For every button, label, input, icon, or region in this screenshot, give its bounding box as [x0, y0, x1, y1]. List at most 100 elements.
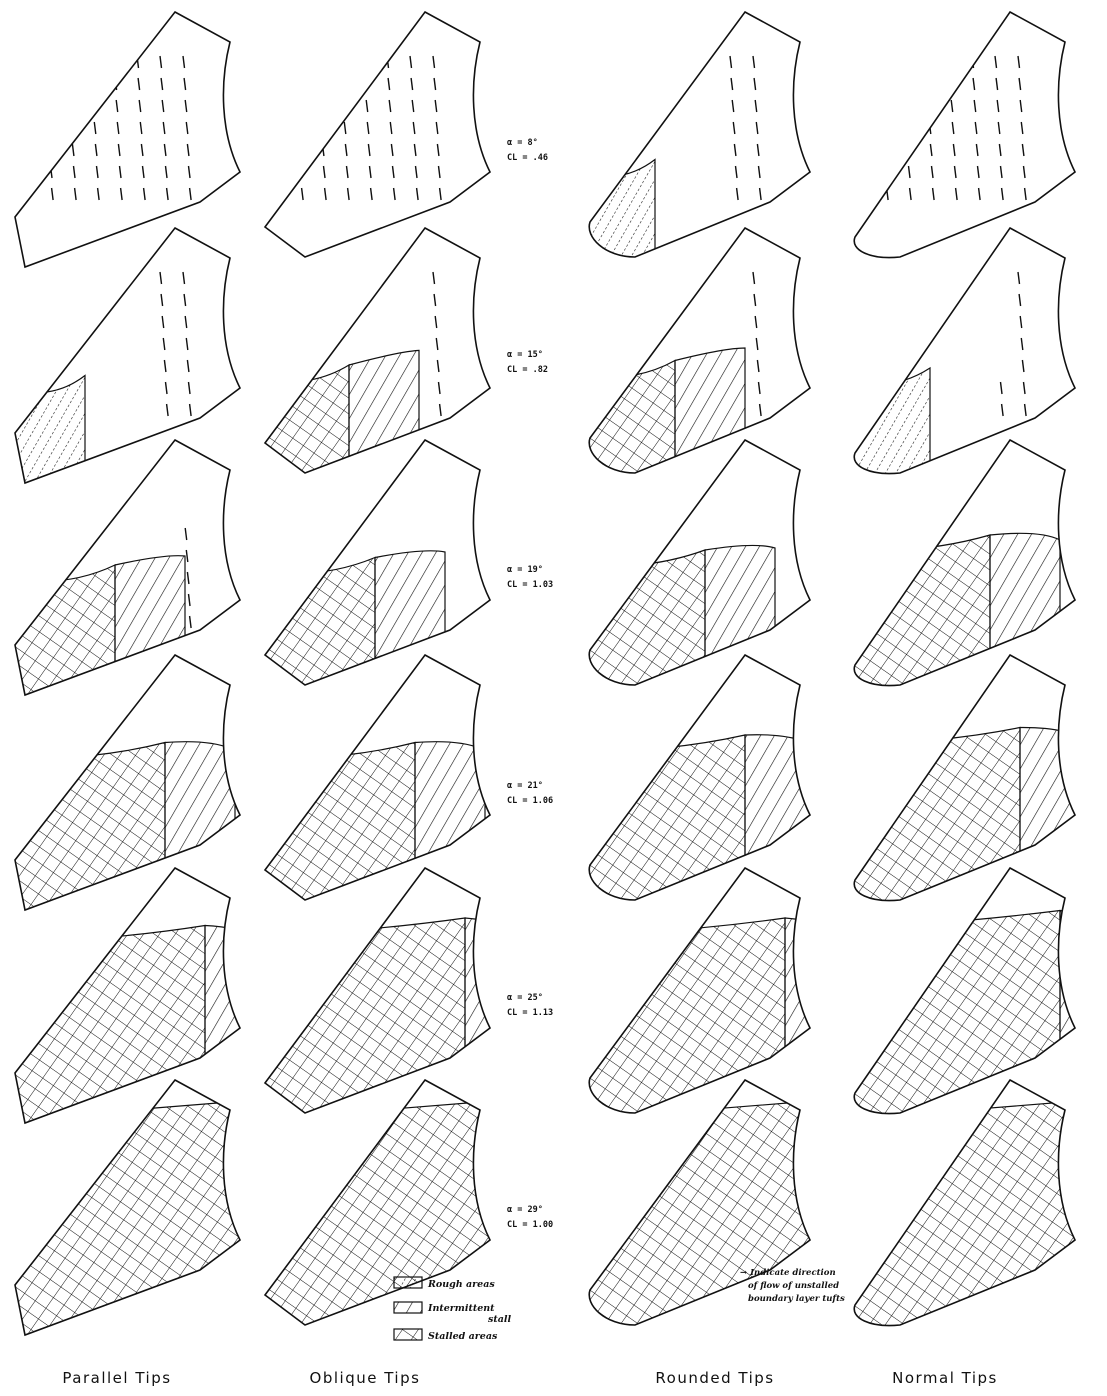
- tuft-mark: [930, 144, 932, 156]
- legend-label-rough: Rough areas: [427, 1279, 495, 1290]
- tuft-mark: [389, 100, 391, 112]
- tuft-mark: [434, 294, 436, 306]
- tuft-mark: [759, 382, 761, 394]
- wing-outline: [15, 12, 240, 267]
- tuft-mark: [190, 404, 192, 416]
- stalled-area: [255, 743, 415, 931]
- wing-oblique-row-4: [255, 655, 490, 930]
- tuft-mark: [950, 78, 952, 90]
- column-label-oblique: Oblique Tips: [310, 1369, 421, 1387]
- stalled-area: [840, 368, 930, 503]
- alpha-label: α = 21°: [507, 781, 543, 791]
- cl-label: CL = 1.00: [507, 1220, 553, 1230]
- stalled-area: [255, 558, 375, 716]
- tuft-mark: [1021, 122, 1023, 134]
- tuft-mark: [75, 188, 77, 200]
- tuft-mark: [756, 338, 758, 350]
- tuft-mark: [436, 338, 438, 350]
- tuft-mark: [301, 166, 303, 178]
- wing-oblique-row-2: [255, 228, 490, 503]
- cl-label: CL = 1.06: [507, 796, 553, 806]
- tuft-mark: [436, 122, 438, 134]
- tuft-mark: [979, 188, 981, 200]
- cl-label: CL = .82: [507, 365, 548, 375]
- tuft-mark: [167, 404, 169, 416]
- tuft-mark: [434, 78, 436, 90]
- tuft-mark: [341, 56, 343, 68]
- legend-swatch-intermittent: [394, 1302, 422, 1313]
- tuft-mark: [319, 78, 321, 90]
- tuft-mark: [184, 294, 186, 306]
- tuft-mark: [114, 56, 116, 68]
- stalled-area: [255, 1100, 505, 1355]
- tuft-mark: [140, 122, 142, 134]
- tuft-mark: [296, 78, 298, 90]
- tuft-mark: [760, 188, 762, 200]
- tuft-mark: [394, 188, 396, 200]
- stalled-area: [575, 735, 745, 930]
- tuft-mark: [46, 78, 48, 90]
- tuft-mark: [71, 122, 73, 134]
- wing-outline: [854, 12, 1075, 258]
- tuft-mark: [439, 382, 441, 394]
- tuft-mark: [161, 294, 163, 306]
- tuft-mark: [952, 122, 954, 134]
- tuft-mark: [1018, 272, 1020, 284]
- wing-parallel-row-1: [15, 12, 240, 267]
- legend-label-stalled: Stalled areas: [428, 1331, 498, 1342]
- wing-parallel-row-3: [5, 440, 240, 715]
- wing-rounded-row-1: [575, 12, 810, 287]
- stalled-area: [840, 535, 990, 715]
- tuft-mark: [949, 56, 951, 68]
- tuft-mark: [926, 56, 928, 68]
- tuft-mark: [69, 78, 71, 90]
- legend-label-intermittent: Intermittent: [427, 1303, 495, 1314]
- tuft-mark: [318, 56, 320, 68]
- tuft-mark: [759, 166, 761, 178]
- tuft-mark: [183, 56, 185, 68]
- legend-swatch-rough: [394, 1277, 422, 1288]
- tuft-mark: [117, 122, 119, 134]
- tuft-mark: [976, 144, 978, 156]
- tuft-mark: [413, 122, 415, 134]
- wing-normal-row-5: [840, 868, 1107, 1143]
- tuft-mark: [410, 56, 412, 68]
- intermittent-stall-area: [165, 742, 235, 930]
- tuft-mark: [1001, 166, 1003, 178]
- tuft-mark: [390, 122, 392, 134]
- tuft-mark: [189, 166, 191, 178]
- tuft-mark: [95, 144, 97, 156]
- tuft-mark: [733, 122, 735, 134]
- tuft-mark: [189, 594, 191, 606]
- stalled-area: [840, 1100, 1090, 1355]
- wing-normal-row-4: [840, 655, 1090, 930]
- tuft-mark: [343, 100, 345, 112]
- tuft-mark: [754, 78, 756, 90]
- tuft-mark: [324, 166, 326, 178]
- tuft-mark: [730, 56, 732, 68]
- wing-normal-row-6: [840, 1080, 1090, 1355]
- tuft-mark: [370, 166, 372, 178]
- note-line-1: → Indicate direction: [740, 1268, 836, 1278]
- tuft-mark: [325, 188, 327, 200]
- tuft-mark: [98, 188, 100, 200]
- tuft-mark: [120, 166, 122, 178]
- wing-oblique-row-3: [255, 440, 490, 715]
- tuft-mark: [1022, 144, 1024, 156]
- tuft-mark: [1002, 404, 1004, 416]
- tuft-mark: [190, 616, 192, 628]
- tuft-mark: [903, 56, 905, 68]
- wing-normal-row-3: [840, 440, 1075, 715]
- tuft-mark: [297, 100, 299, 112]
- wing-normal-row-2: [840, 228, 1075, 503]
- tuft-mark: [187, 572, 189, 584]
- legend-label-intermittent-2: stall: [488, 1314, 512, 1325]
- tuft-mark: [162, 100, 164, 112]
- tuft-mark: [757, 360, 759, 372]
- column-labels: Parallel Tips Oblique Tips Rounded Tips …: [62, 1369, 997, 1387]
- tuft-mark: [756, 122, 758, 134]
- alpha-label: α = 8°: [507, 138, 538, 148]
- tuft-mark: [342, 78, 344, 90]
- legend: Rough areas Intermittent stall Stalled a…: [394, 1277, 512, 1342]
